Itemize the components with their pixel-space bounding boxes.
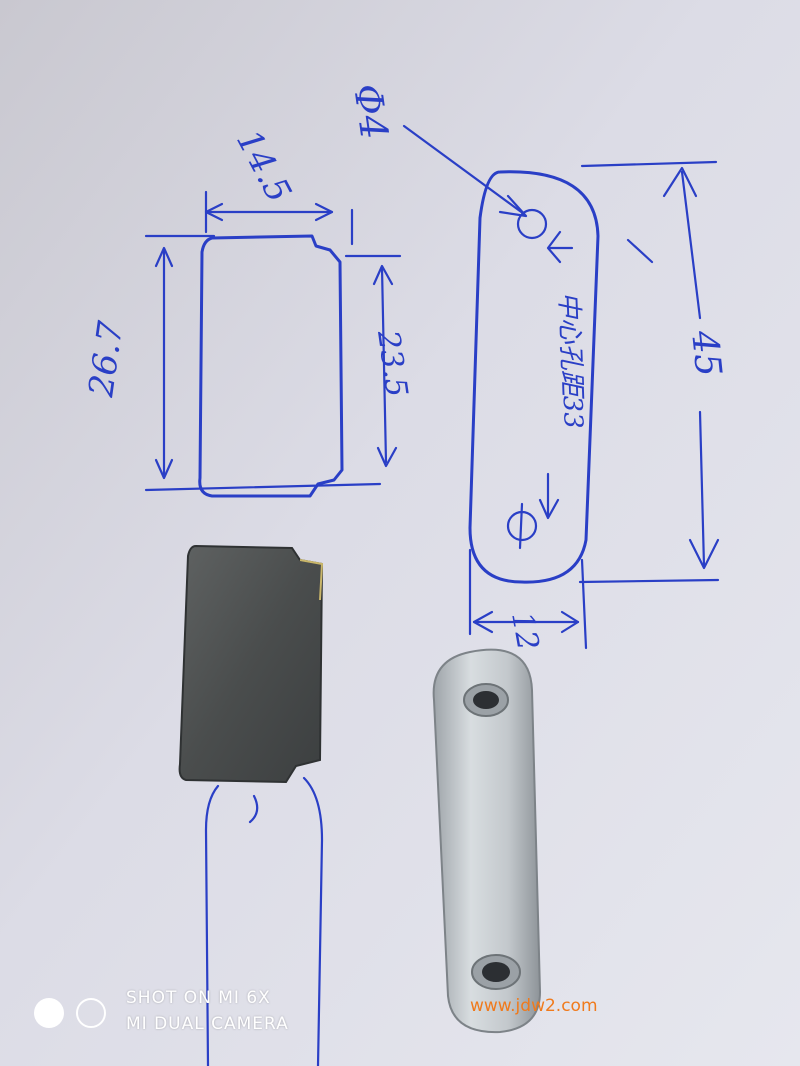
camera-watermark: SHOT ON MI 6X MI DUAL CAMERA: [34, 988, 314, 1048]
lens-ring-icon: [76, 998, 106, 1028]
lens-dot-icon: [34, 998, 64, 1028]
metal-strap: [432, 648, 542, 1034]
left-plate-sketch: [144, 190, 402, 498]
hole-label: Φ4: [345, 81, 396, 142]
camera-type-text: MI DUAL CAMERA: [126, 1014, 289, 1034]
site-watermark: www.jdw2.com: [470, 996, 598, 1016]
camera-model-text: SHOT ON MI 6X: [126, 988, 271, 1008]
strap-sketch: [402, 124, 720, 650]
center-distance-label: 中心孔距33: [553, 291, 588, 429]
dark-metal-plate: [178, 544, 324, 784]
width-label: 12: [504, 609, 545, 653]
pen-trace-lines: [204, 776, 324, 1066]
length-label: 45: [683, 328, 729, 379]
